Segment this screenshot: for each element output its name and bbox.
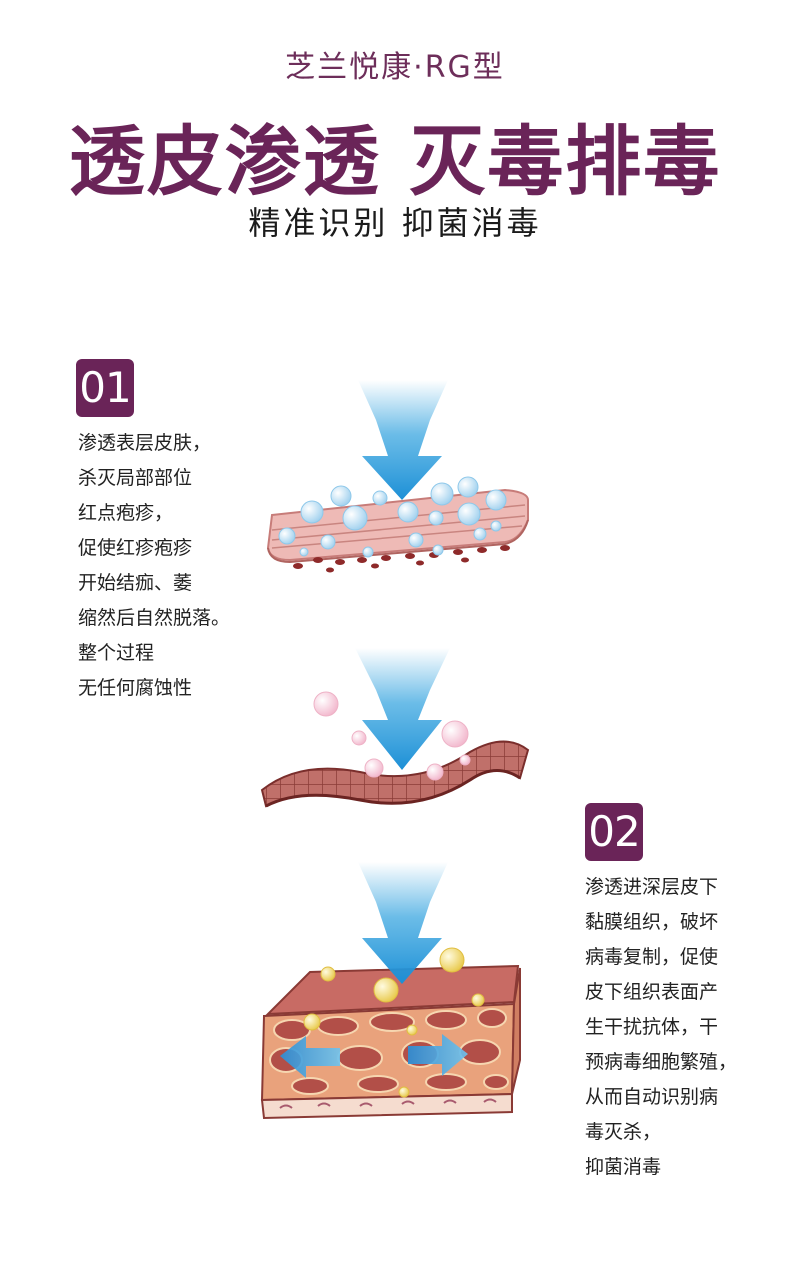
step-2-line: 病毒复制，促使 [585,946,719,968]
step-1-line: 渗透表层皮肤， [78,432,212,454]
subline: 精准识别 抑菌消毒 [248,204,542,242]
step-1-line: 整个过程 [78,642,155,664]
step-1-line: 缩然后自然脱落。 [78,607,231,629]
step-1-line: 促使红疹疱疹 [78,537,193,559]
headline: 透皮渗透 灭毒排毒 [68,117,722,206]
step-1-line: 无任何腐蚀性 [78,677,193,699]
step-2-line: 黏膜组织，破坏 [585,911,719,933]
skin-grid-icon [260,648,530,808]
step-2-line: 预病毒细胞繁殖， [585,1051,738,1073]
step-1-badge: 01 [76,359,134,417]
step-2-line: 毒灭杀， [585,1121,662,1143]
tissue-block-icon [260,862,521,1120]
step-2-line: 从而自动识别病 [585,1086,719,1108]
arrow-down-icon [358,380,448,500]
step-2-badge: 02 [585,803,643,861]
skin-layer-icon [266,380,529,573]
step-1-description: 渗透表层皮肤， 杀灭局部部位 红点疱疹， 促使红疹疱疹 开始结痂、萎 缩然后自然… [78,426,230,706]
step-1-line: 红点疱疹， [78,502,174,524]
arrow-down-icon [355,648,450,770]
step-2-line: 抑菌消毒 [585,1156,662,1178]
step-2-line: 生干扰抗体，干 [585,1016,719,1038]
brand-title: 芝兰悦康·RG型 [285,50,505,85]
step-1-line: 开始结痂、萎 [78,572,193,594]
step-1-line: 杀灭局部部位 [78,467,193,489]
arrow-down-icon [358,862,448,984]
step-2-description: 渗透进深层皮下 黏膜组织，破坏 病毒复制，促使 皮下组织表面产 生干扰抗体，干 … [585,870,737,1185]
step-2-line: 渗透进深层皮下 [585,876,719,898]
step-2-line: 皮下组织表面产 [585,981,719,1003]
